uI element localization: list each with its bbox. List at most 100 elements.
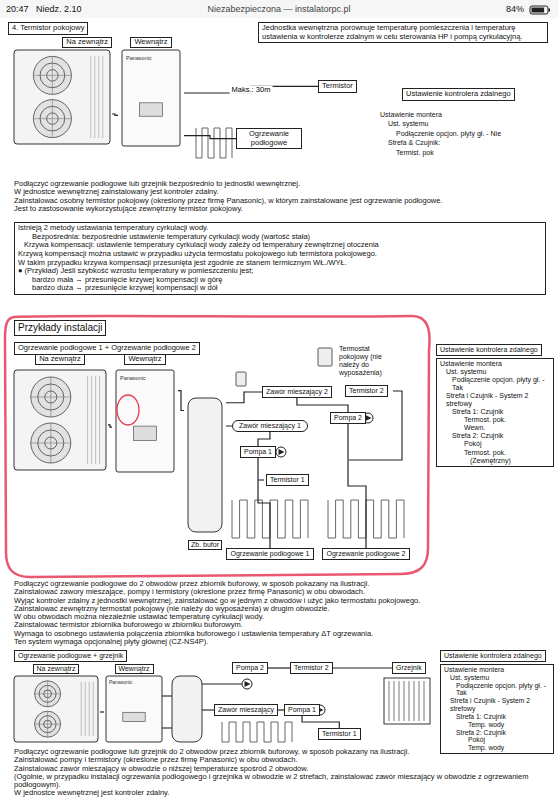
node-text: Pompa 1	[244, 448, 272, 456]
device-label: Termostat pokojowy (nie należy do wyposa…	[338, 345, 400, 377]
label-box: Ustawienie kontrolera zdalnego	[436, 344, 542, 356]
fan-spoke	[47, 681, 48, 707]
highlight-outline	[5, 316, 430, 577]
node-text: Termostat pokojowy (nie należy do wyposa…	[339, 345, 399, 377]
text-group: 20:47	[6, 4, 29, 14]
node-text: Termistor 1	[322, 730, 357, 738]
label-box: Termistor 2	[290, 662, 333, 674]
node-text: Na zewnątrz	[33, 664, 80, 674]
label-box: Zawór mieszający 1	[232, 420, 308, 432]
label-box: Pompa 1	[284, 704, 320, 716]
thermistor-leader	[349, 391, 402, 460]
fan-spoke	[47, 711, 48, 737]
text-line: Podłączyć ogrzewanie podłogowe do 2 obwo…	[14, 580, 554, 588]
label-box: Ustawienie monteraUst. systemuPodłączeni…	[436, 358, 554, 467]
label-box: Termistor 2	[345, 385, 388, 397]
radiator-fin	[389, 681, 390, 721]
side-grille	[90, 56, 91, 138]
tank-label-area: Zb. bufor	[184, 395, 226, 550]
node-text: Ogrzewanie podłogowe 1 + Ogrzewanie podł…	[18, 344, 196, 353]
node-text: Termistor	[322, 82, 353, 91]
node-text: Termistor 1	[270, 476, 305, 484]
node-text: Temp. wody	[468, 721, 550, 729]
label-box: Ogrzewanie podłogowe 1	[226, 548, 314, 560]
pipe-connector	[258, 458, 270, 548]
text-line: Zainstalować zawór mieszający w obwodzie…	[14, 765, 554, 773]
text-line: Panasonic	[120, 375, 146, 381]
node-text: Zawór mieszający	[218, 706, 274, 714]
node-text: Ustawienie montera	[440, 360, 550, 368]
node-text: Podłączenie opcjon. płyty gł. - Tak	[452, 376, 550, 392]
buffer-tank	[188, 398, 222, 532]
pipe-connector	[297, 398, 348, 412]
text-group: Niezabezpieczona — instalatorpc.pl	[150, 4, 408, 14]
pipe	[202, 709, 214, 710]
node-text: Pokój	[468, 736, 550, 744]
outdoor-unit	[14, 676, 98, 742]
node-text: ● (Przykład) Jeśli szybkość wzrostu temp…	[18, 267, 542, 276]
label-box: Pompa 1	[240, 446, 276, 458]
control-panel	[123, 712, 145, 721]
node-text: Pokój	[464, 440, 550, 448]
text-line: Zainstalować zewnętrzny termostat pokojo…	[14, 605, 554, 613]
control-panel	[133, 426, 156, 440]
node-text: Jednostka wewnętrzna porównuje temperatu…	[262, 24, 544, 41]
node-text: W takim przypadku krzywa kompensacji prz…	[18, 259, 542, 268]
label-box: Pompa 2	[232, 662, 268, 674]
node-text: 4. Termistor pokojowy	[12, 24, 84, 33]
node-text: Termost. pok.	[464, 416, 550, 424]
pipe-connector	[302, 716, 339, 728]
node-text: Na zewnątrz	[35, 354, 85, 365]
side-grille	[87, 376, 88, 464]
radiator-fin	[424, 681, 425, 721]
pipe-connector	[108, 425, 112, 427]
battery-tip	[549, 9, 551, 12]
node-text: Zawór mieszający 2	[266, 388, 328, 396]
text-group: Niedz. 2.10	[36, 4, 82, 14]
pipe-connector	[178, 391, 184, 411]
fan-grille	[35, 711, 61, 737]
text-group: Panasonic	[120, 375, 146, 381]
battery-level	[532, 8, 545, 13]
pipe-connector	[268, 667, 290, 668]
node-text: Wewnątrz	[130, 37, 171, 48]
label-box: Ogrzewanie podłogowe	[236, 128, 302, 149]
pipe-connector	[348, 424, 366, 548]
radiator-fin	[404, 681, 405, 721]
pump-arrow	[245, 681, 251, 687]
label-box: Ogrzewanie podłogowe 2	[322, 548, 410, 560]
floor-heating-coil	[222, 722, 292, 742]
radiator-fin	[409, 681, 410, 721]
text-line: Panasonic	[126, 55, 152, 61]
label-box: Przykłady instalacji	[14, 320, 106, 336]
unit-label-area: Na zewnątrz	[12, 664, 100, 744]
text-line: W jednostce wewnętrznej zainstalowany je…	[14, 188, 554, 196]
node-text: Krzywą kompensacji można ustawić w przyp…	[18, 250, 542, 259]
battery-icon	[530, 6, 548, 14]
text-line: Podłączyć ogrzewanie podłogowe lub grzej…	[14, 180, 554, 188]
text-line: W jednostce wewnętrznej jest kontroler z…	[14, 789, 554, 797]
label-box: Istnieją 2 metody ustawiania temperatury…	[14, 222, 546, 295]
node-text: Strefa i Czujnik - System 2 strefowy	[450, 697, 550, 713]
text-line: Podłączyć ogrzewanie podłogowe lub grzej…	[14, 748, 554, 756]
node-text: Termistor 2	[294, 664, 329, 672]
label-box: Zawór mieszający	[214, 704, 278, 716]
remote-controller	[236, 372, 246, 386]
label-box: Grzejnik	[392, 662, 426, 674]
side-grille	[99, 376, 100, 464]
side-grille	[85, 682, 86, 736]
node-text: Ust. systemu	[450, 674, 550, 682]
node-text: Strefa 2: Czujnik	[452, 432, 550, 440]
pump-arrow	[279, 449, 285, 455]
side-grille	[81, 682, 82, 736]
node-text: Temp. wody	[468, 744, 550, 752]
text-group: Podłączyć ogrzewanie podłogowe do 2 obwo…	[14, 580, 554, 646]
text-group: Panasonic	[109, 680, 132, 686]
fan-spoke	[50, 377, 51, 417]
node-text: Grzejnik	[396, 664, 422, 672]
node-text: Ust. systemu	[446, 368, 550, 376]
node-text: Ogrzewanie podłogowe	[240, 130, 298, 147]
pump-symbol	[242, 679, 252, 689]
radiator-fin	[419, 681, 420, 721]
